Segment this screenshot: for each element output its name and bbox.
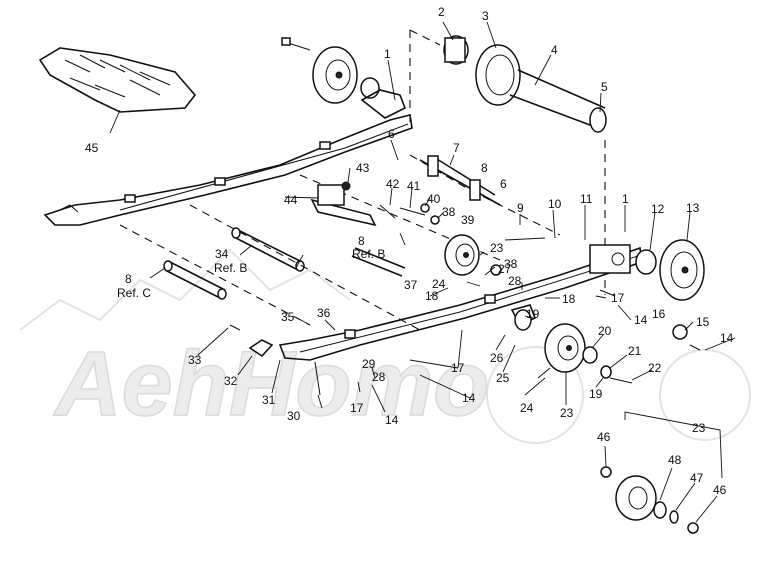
callout-43: 43 xyxy=(356,161,370,175)
callout-6-left: 6 xyxy=(388,127,395,141)
callout-38-lower: 38 xyxy=(504,257,518,271)
callout-12: 12 xyxy=(651,202,665,216)
callout-labels: 1 1 2 3 4 5 6 6 7 8 8 8 9 10 11 12 13 14… xyxy=(85,5,734,497)
callout-17-right: 17 xyxy=(611,291,625,305)
callout-47: 47 xyxy=(690,471,704,485)
callout-5: 5 xyxy=(601,80,608,94)
callout-8-ref-b: 8 xyxy=(358,234,365,248)
callout-23-exploded: 23 xyxy=(692,421,706,435)
callout-14-far-right: 14 xyxy=(720,331,734,345)
callout-39: 39 xyxy=(461,213,475,227)
callout-26: 26 xyxy=(490,351,504,365)
callout-14-middle: 14 xyxy=(462,391,476,405)
callout-15: 15 xyxy=(696,315,710,329)
callout-34: 34 xyxy=(215,247,229,261)
lower-wheel-assembly xyxy=(510,304,633,384)
callout-10: 10 xyxy=(548,197,562,211)
callout-20: 20 xyxy=(598,324,612,338)
callout-9: 9 xyxy=(517,201,524,215)
callout-29: 29 xyxy=(362,357,376,371)
callout-27: 27 xyxy=(498,262,512,276)
callout-44: 44 xyxy=(284,193,298,207)
callout-41: 41 xyxy=(407,179,421,193)
callout-17-middle: 17 xyxy=(451,361,465,375)
callout-21: 21 xyxy=(628,344,642,358)
callout-18-right: 18 xyxy=(562,292,576,306)
callout-1-right: 1 xyxy=(622,192,629,206)
callout-2: 2 xyxy=(438,5,445,19)
callout-40: 40 xyxy=(427,192,441,206)
rear-idler-wheel xyxy=(599,239,705,351)
callout-24-upper: 24 xyxy=(432,277,446,291)
watermark: AehHomo xyxy=(19,248,751,444)
callout-18-left: 18 xyxy=(425,289,439,303)
callout-1-upper: 1 xyxy=(384,47,391,61)
callout-30: 30 xyxy=(287,409,301,423)
callout-19-upper: 19 xyxy=(526,307,540,321)
callout-19-lower: 19 xyxy=(589,387,603,401)
callout-28-lower: 28 xyxy=(372,370,386,384)
callout-38-upper: 38 xyxy=(442,205,456,219)
rear-axle-assembly xyxy=(409,29,607,295)
leader-lines xyxy=(109,21,736,523)
callout-8-upper: 8 xyxy=(481,161,488,175)
track-clip-assembly xyxy=(38,47,197,113)
upper-idler-wheel-left xyxy=(281,37,407,119)
callout-8-ref-c: 8 xyxy=(125,272,132,286)
callout-46-left: 46 xyxy=(597,430,611,444)
callout-28-upper: 28 xyxy=(508,274,522,288)
callout-23-lower: 23 xyxy=(560,406,574,420)
callout-3: 3 xyxy=(482,9,489,23)
front-hardware xyxy=(229,324,321,396)
callout-37: 37 xyxy=(404,278,418,292)
callout-14-right: 14 xyxy=(634,313,648,327)
callout-24-lower: 24 xyxy=(520,401,534,415)
callout-14-left: 14 xyxy=(385,413,399,427)
callout-35: 35 xyxy=(281,310,295,324)
ref-b-label-left: Ref. B xyxy=(214,261,247,275)
callout-6-right: 6 xyxy=(500,177,507,191)
callout-4: 4 xyxy=(551,43,558,57)
wheel-exploded-view xyxy=(600,411,723,534)
callout-22: 22 xyxy=(648,361,662,375)
callout-42: 42 xyxy=(386,177,400,191)
middle-idler-wheel xyxy=(444,234,546,276)
callout-13: 13 xyxy=(686,201,700,215)
callout-45: 45 xyxy=(85,141,99,155)
callout-31: 31 xyxy=(262,393,276,407)
callout-23-middle: 23 xyxy=(490,241,504,255)
callout-17-left: 17 xyxy=(350,401,364,415)
pivot-arm-assembly xyxy=(310,155,501,227)
suspension-rail xyxy=(43,114,413,226)
callout-11: 11 xyxy=(580,192,593,206)
callout-25: 25 xyxy=(496,371,510,385)
callout-16: 16 xyxy=(652,307,666,321)
watermark-text: AehHomo xyxy=(53,333,489,435)
callout-7: 7 xyxy=(453,141,460,155)
ref-c-label: Ref. C xyxy=(117,286,151,300)
callout-36: 36 xyxy=(317,306,331,320)
callout-48: 48 xyxy=(668,453,682,467)
callout-32: 32 xyxy=(224,374,238,388)
cross-shafts xyxy=(119,154,561,331)
callout-46-right: 46 xyxy=(713,483,727,497)
callout-33: 33 xyxy=(188,353,202,367)
ref-b-label-middle: Ref. B xyxy=(352,247,385,261)
